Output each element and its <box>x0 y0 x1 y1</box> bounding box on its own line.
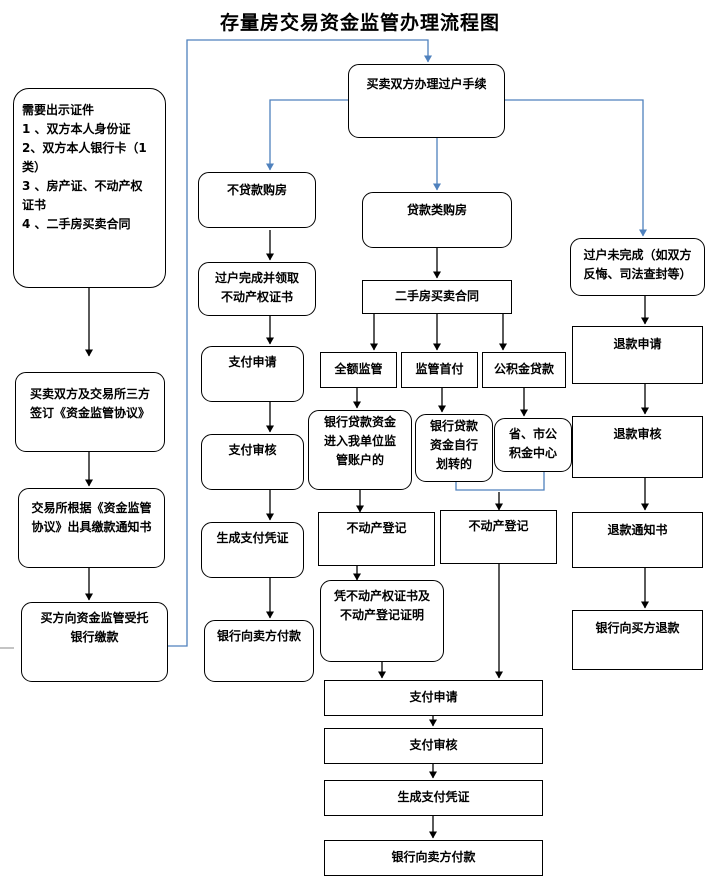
tripartite-agreement-box: 买卖双方及交易所三方 签订《资金监管协议》 <box>15 372 165 452</box>
box-line: 省、市公 <box>508 427 557 441</box>
box-line: 生成支付凭证 <box>397 790 470 804</box>
transfer-procedure-box: 买卖双方办理过户手续 <box>348 64 505 138</box>
box-line: 二手房买卖合同 <box>394 289 479 303</box>
box-line: 反悔、司法查封等） <box>583 267 692 281</box>
box-line: 支付申请 <box>228 355 277 369</box>
bank-pays-seller-box: 银行向卖方付款 <box>204 620 314 682</box>
provincial-fund-center-box: 省、市公 积金中心 <box>494 418 572 472</box>
box-line: 积金中心 <box>508 446 557 460</box>
box-line: 不动产权证书 <box>220 290 293 304</box>
box-line: 不动产登记 <box>346 521 407 535</box>
refund-review-box: 退款审核 <box>572 416 703 478</box>
payment-review-box: 支付审核 <box>201 434 304 490</box>
payment-voucher-box: 生成支付凭证 <box>201 522 304 578</box>
sale-contract-box: 二手房买卖合同 <box>362 280 512 314</box>
docs-line: 证书 <box>22 198 47 212</box>
docs-line: 需要出示证件 <box>22 103 95 117</box>
box-line: 不动产登记 <box>468 519 529 533</box>
box-line: 贷款类购房 <box>406 203 467 217</box>
housing-fund-loan-box: 公积金贷款 <box>482 352 566 388</box>
bank-refunds-buyer-box: 银行向买方退款 <box>572 610 703 670</box>
box-line: 银行缴款 <box>70 630 119 644</box>
box-line: 退款通知书 <box>607 523 668 537</box>
box-line: 公积金贷款 <box>493 362 554 376</box>
box-line: 买卖双方及交易所三方 <box>29 387 150 401</box>
final-payment-review-box: 支付审核 <box>324 728 543 764</box>
box-line: 管账户的 <box>335 453 384 467</box>
payment-notice-box: 交易所根据《资金监管 协议》出具缴款通知书 <box>18 488 165 568</box>
box-line: 买方向资金监管受托 <box>40 611 149 625</box>
box-line: 监管首付 <box>415 362 464 376</box>
box-line: 银行向卖方付款 <box>391 850 476 864</box>
loan-purchase-box: 贷款类购房 <box>362 192 512 248</box>
box-line: 不动产登记证明 <box>339 608 424 622</box>
box-line: 支付审核 <box>228 443 277 457</box>
box-line: 签订《资金监管协议》 <box>29 406 150 420</box>
transfer-incomplete-box: 过户未完成（如双方 反悔、司法查封等） <box>570 238 705 296</box>
buyer-payment-box: 买方向资金监管受托 银行缴款 <box>21 602 168 682</box>
full-supervision-box: 全额监管 <box>320 352 397 388</box>
property-registration-box-2: 不动产登记 <box>440 510 557 564</box>
final-payment-voucher-box: 生成支付凭证 <box>324 780 543 816</box>
box-line: 资金自行 <box>429 438 478 452</box>
box-line: 交易所根据《资金监管 <box>31 501 152 515</box>
bank-loan-into-account-box: 银行贷款资金 进入我单位监 管账户的 <box>308 410 412 490</box>
arrow-payment-to-transfer <box>168 39 432 647</box>
box-line: 买卖双方办理过户手续 <box>366 77 487 91</box>
docs-line: 2、双方本人银行卡（1 <box>22 141 147 155</box>
payment-application-box: 支付申请 <box>201 346 304 402</box>
final-payment-application-box: 支付申请 <box>324 680 543 716</box>
page-title: 存量房交易资金监管办理流程图 <box>219 12 500 34</box>
box-line: 支付审核 <box>409 738 458 752</box>
box-line: 过户未完成（如双方 <box>583 248 692 262</box>
box-line: 退款审核 <box>613 427 662 441</box>
required-documents-box: 需要出示证件 1 、双方本人身份证 2、双方本人银行卡（1 类） 3 、房产证、… <box>13 88 166 288</box>
final-bank-pays-seller-box: 银行向卖方付款 <box>324 840 543 876</box>
down-payment-supervision-box: 监管首付 <box>401 352 478 388</box>
box-line: 协议》出具缴款通知书 <box>31 520 152 534</box>
no-loan-purchase-box: 不贷款购房 <box>198 172 316 228</box>
box-line: 全额监管 <box>334 362 383 376</box>
box-line: 凭不动产权证书及 <box>333 589 430 603</box>
refund-notice-box: 退款通知书 <box>572 512 703 568</box>
bank-loan-self-transfer-box: 银行贷款 资金自行 划转的 <box>415 414 493 482</box>
box-line: 划转的 <box>435 457 472 471</box>
docs-line: 3 、房产证、不动产权 <box>22 179 143 193</box>
box-line: 银行贷款 <box>429 419 478 433</box>
box-line: 银行向买方退款 <box>595 621 680 635</box>
box-line: 过户完成并领取 <box>214 271 299 285</box>
docs-line: 4 、二手房买卖合同 <box>22 217 131 231</box>
box-line: 银行贷款资金 <box>323 415 396 429</box>
box-line: 不贷款购房 <box>226 183 287 197</box>
box-line: 进入我单位监 <box>323 434 396 448</box>
refund-application-box: 退款申请 <box>572 326 703 384</box>
title-obtained-box: 过户完成并领取 不动产权证书 <box>198 262 316 316</box>
box-line: 银行向卖方付款 <box>216 629 301 643</box>
box-line: 退款申请 <box>613 337 662 351</box>
property-registration-box-1: 不动产登记 <box>318 512 435 566</box>
certificate-proof-box: 凭不动产权证书及 不动产登记证明 <box>320 580 444 662</box>
box-line: 生成支付凭证 <box>216 531 289 545</box>
docs-line: 类） <box>22 160 47 174</box>
docs-line: 1 、双方本人身份证 <box>22 122 131 136</box>
box-line: 支付申请 <box>409 690 458 704</box>
